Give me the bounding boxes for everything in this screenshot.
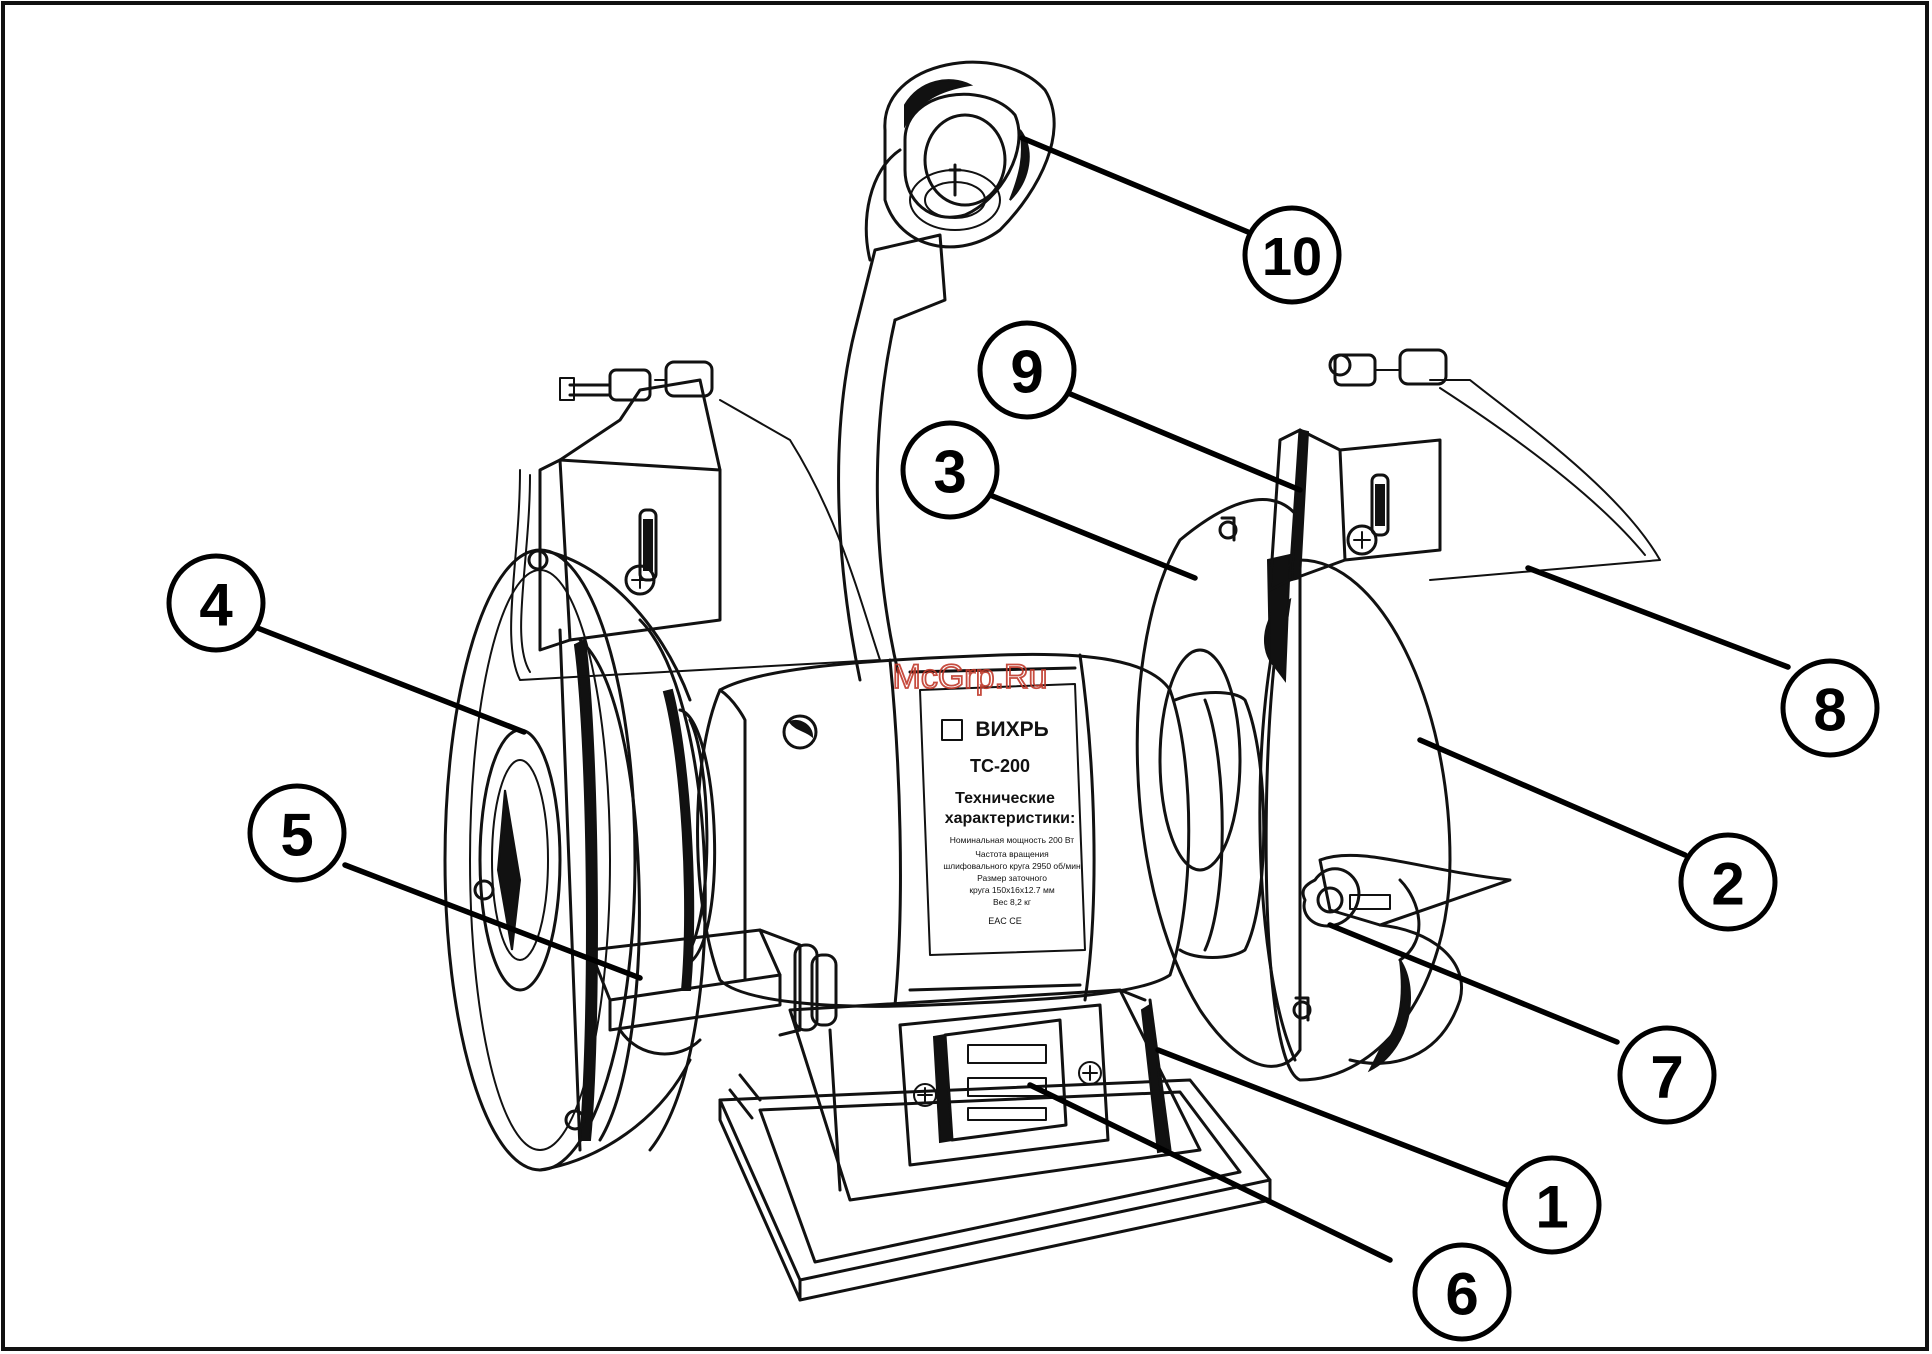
- callout-label: 9: [1010, 339, 1043, 406]
- nameplate-row: Частота вращения: [975, 849, 1049, 859]
- leader-6: [1030, 1085, 1390, 1260]
- nameplate-marks: EAC CE: [988, 916, 1022, 926]
- nameplate-heading-2: характеристики:: [945, 810, 1076, 827]
- callout-leaders: [255, 138, 1788, 1260]
- callout-9: 9: [980, 323, 1074, 417]
- base: [720, 1080, 1270, 1300]
- nameplate-row: Размер заточного: [977, 873, 1047, 883]
- nameplate-row: Номинальная мощность 200 Вт: [950, 835, 1075, 845]
- nameplate-row: круга 150х16х12.7 мм: [969, 885, 1054, 895]
- callout-6: 6: [1415, 1245, 1509, 1339]
- right-wheel: [1137, 500, 1450, 1080]
- callout-label: 5: [280, 802, 313, 869]
- callout-4: 4: [169, 556, 263, 650]
- callout-label: 7: [1650, 1044, 1683, 1111]
- leader-8: [1528, 568, 1788, 667]
- leader-4: [255, 627, 524, 732]
- callout-label: 4: [199, 572, 233, 639]
- leader-9: [1068, 393, 1300, 490]
- right-tool-rest: [1303, 855, 1510, 1063]
- callout-label: 2: [1711, 851, 1744, 918]
- callout-label: 1: [1535, 1174, 1568, 1241]
- callout-7: 7: [1620, 1028, 1714, 1122]
- nameplate-model: ТС-200: [970, 756, 1030, 776]
- nameplate-row: Вес 8,2 кг: [993, 897, 1031, 907]
- callout-8: 8: [1783, 661, 1877, 755]
- left-eye-shield: [511, 362, 880, 680]
- nameplate: ВИХРЬ ТС-200 Технические характеристики:…: [920, 684, 1085, 955]
- watermark-text: McGrp.Ru: [893, 658, 1048, 696]
- leader-3: [990, 495, 1195, 578]
- leader-7: [1330, 925, 1617, 1042]
- leader-10: [1022, 138, 1248, 232]
- right-eye-shield: [1270, 350, 1660, 590]
- callout-label: 6: [1445, 1261, 1478, 1328]
- callout-5: 5: [250, 786, 344, 880]
- callout-10: 10: [1245, 208, 1339, 302]
- callout-label: 10: [1262, 227, 1322, 287]
- callout-label: 8: [1813, 677, 1846, 744]
- leader-1: [1158, 1050, 1520, 1190]
- nameplate-heading-1: Технические: [955, 790, 1055, 807]
- nameplate-brand: ВИХРЬ: [975, 718, 1048, 741]
- callout-2: 2: [1681, 835, 1775, 929]
- callout-label: 3: [933, 439, 966, 506]
- leader-2: [1420, 740, 1685, 855]
- nameplate-row: шлифовального круга 2950 об/мин: [943, 861, 1081, 871]
- left-wheel-guard: [445, 550, 760, 1170]
- callout-1: 1: [1505, 1158, 1599, 1252]
- callout-3: 3: [903, 423, 997, 517]
